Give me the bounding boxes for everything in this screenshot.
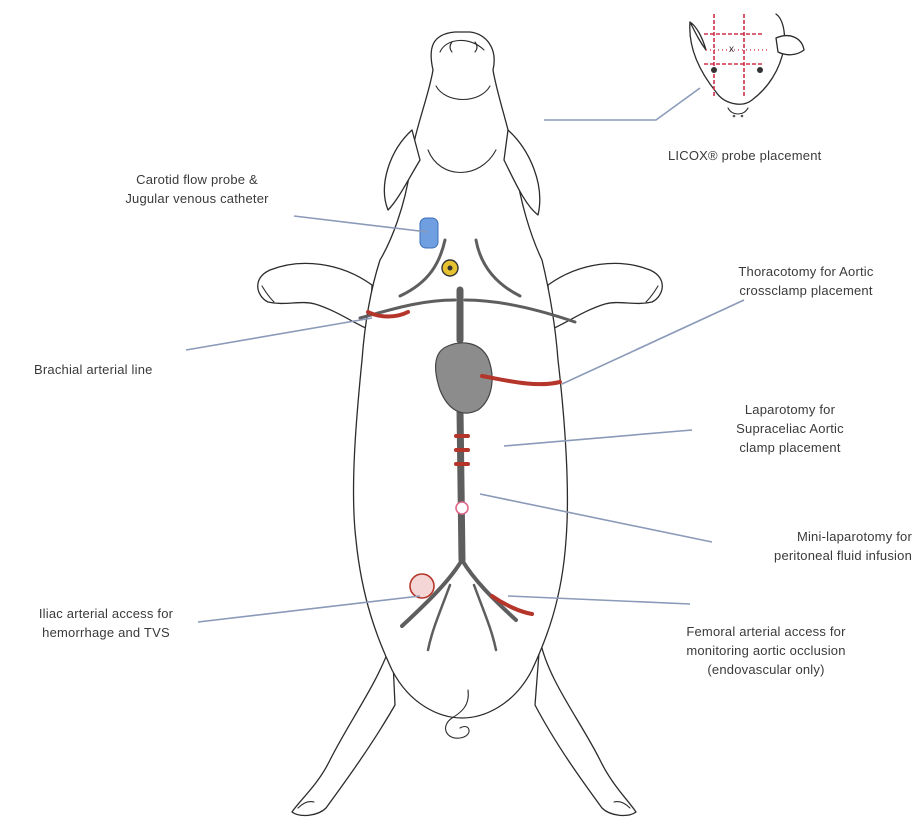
carotid-flow-probe-center xyxy=(448,266,453,271)
label-femoral-access: Femoral arterial access for monitoring a… xyxy=(650,622,882,679)
label-mini-laparotomy: Mini-laparotomy for peritoneal fluid inf… xyxy=(680,527,912,565)
leader-licox xyxy=(544,88,700,120)
inset-eye-right xyxy=(757,67,763,73)
label-carotid-jugular: Carotid flow probe & Jugular venous cath… xyxy=(92,170,302,208)
label-laparotomy: Laparotomy for Supraceliac Aortic clamp … xyxy=(690,400,890,457)
inset-snout xyxy=(728,108,748,114)
inset-eye-left xyxy=(711,67,717,73)
label-iliac-access: Iliac arterial access for hemorrhage and… xyxy=(8,604,204,642)
licox-inset: x xyxy=(690,14,804,117)
inset-nostril-right xyxy=(741,115,744,118)
aorta xyxy=(460,290,462,560)
inset-ear-right xyxy=(776,36,804,55)
right-hind-leg xyxy=(535,640,636,815)
jugular-catheter xyxy=(420,218,438,248)
label-brachial-arterial-line: Brachial arterial line xyxy=(34,360,153,379)
inset-marker: x xyxy=(729,44,734,55)
inset-nostril-left xyxy=(733,115,736,118)
inset-head-outline xyxy=(690,14,785,104)
left-hind-leg xyxy=(292,640,395,815)
left-front-leg xyxy=(258,263,372,330)
iliac-access-port xyxy=(410,574,434,598)
leader-brachial xyxy=(186,318,372,350)
peritoneal-infusion-port xyxy=(456,502,468,514)
label-licox-probe-placement: LICOX® probe placement xyxy=(668,146,821,165)
leader-thoracotomy xyxy=(562,300,744,384)
label-thoracotomy: Thoracotomy for Aortic crossclamp placem… xyxy=(698,262,914,300)
